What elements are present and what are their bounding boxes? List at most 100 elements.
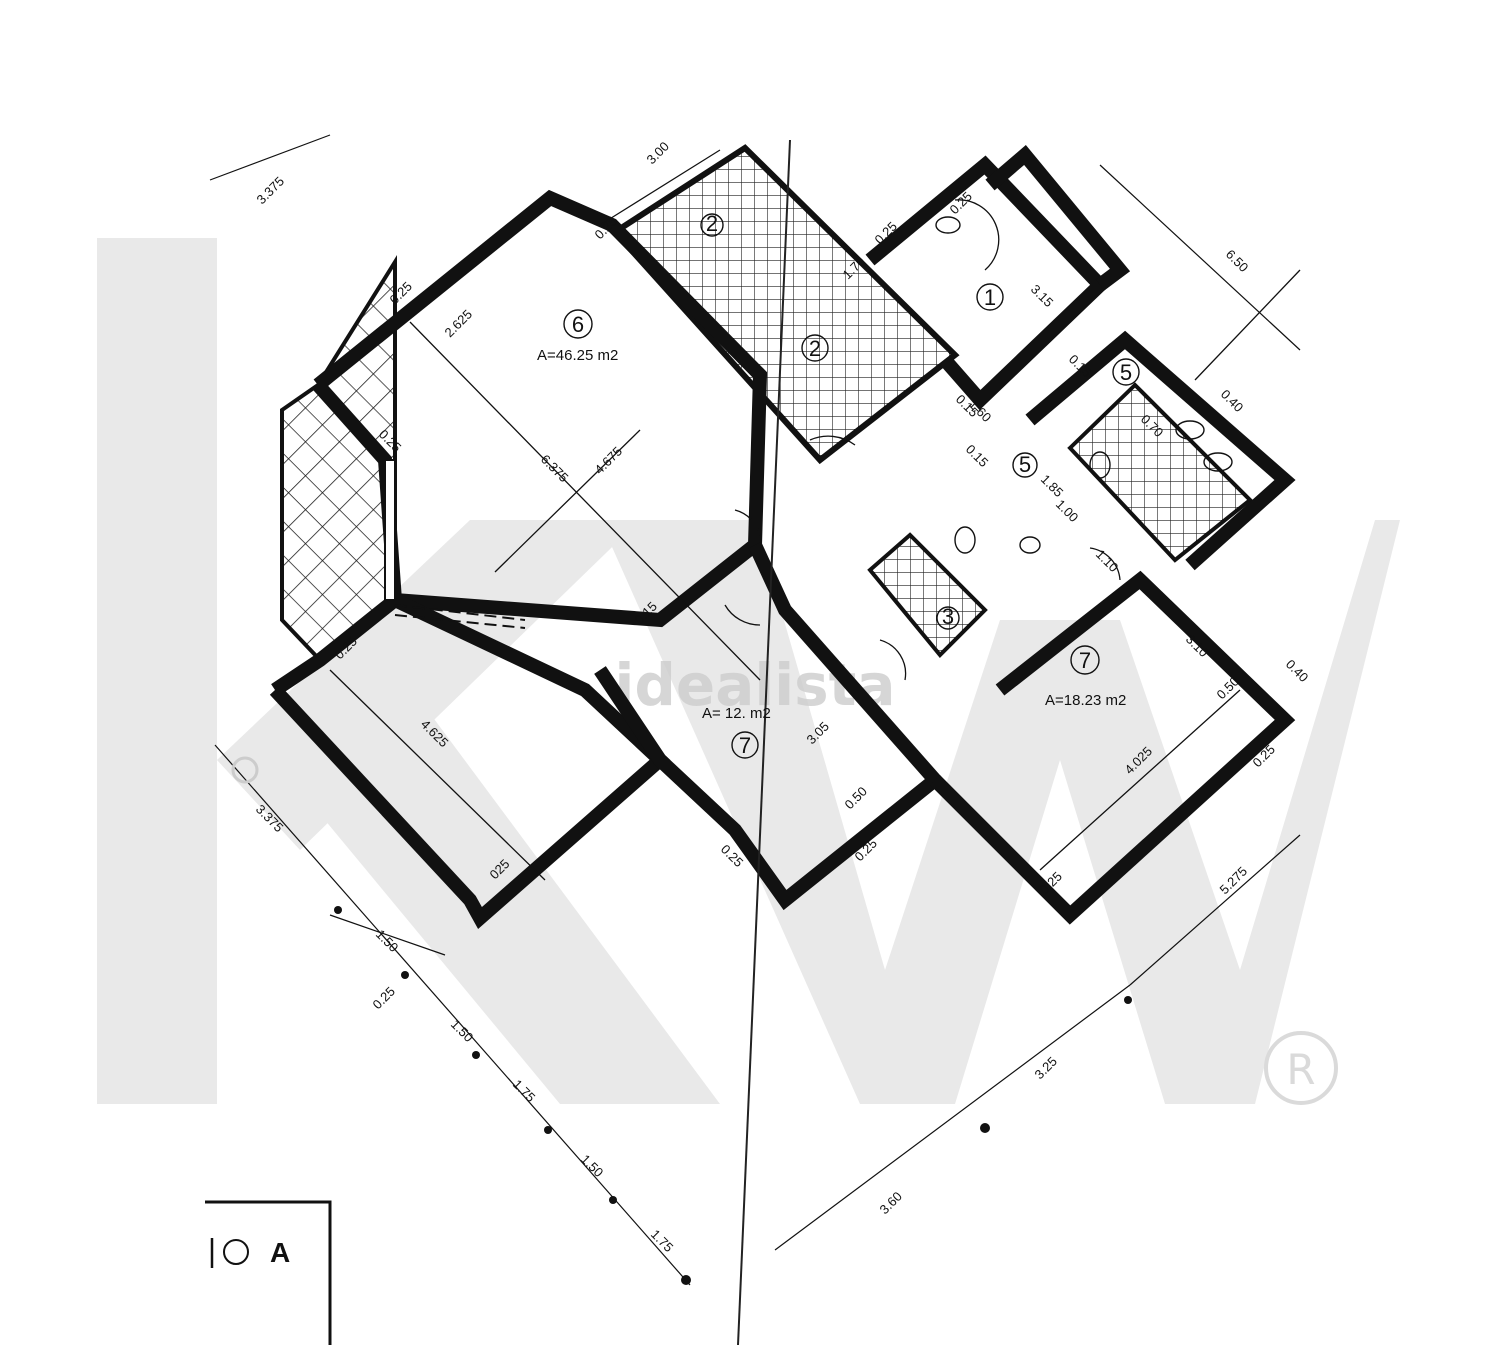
room-2-top-marker (700, 213, 724, 237)
reference-circle-icon (231, 756, 259, 784)
dimension-chain-bottom (774, 984, 1131, 1251)
room-2-top-number: 2 (706, 211, 718, 236)
dimension-node (334, 906, 342, 914)
registered-mark-letter: R (1286, 1045, 1315, 1094)
internal-line (409, 321, 761, 681)
window-dashed (394, 614, 526, 629)
room-7-hall-number: 7 (739, 733, 751, 758)
door-swing (809, 435, 856, 446)
room-3-number: 3 (942, 604, 954, 629)
washbasin-icon (1203, 452, 1233, 472)
legend-label: A (270, 1237, 290, 1268)
dim-label: 1.85 (1038, 472, 1067, 501)
hall-tiled-area (610, 144, 960, 465)
room-5-wc-marker (1012, 452, 1038, 478)
room-6-marker (563, 309, 593, 339)
kw-watermark-k-stem (97, 238, 217, 1104)
dimension-lines (209, 134, 1301, 1286)
dimension-node (401, 971, 409, 979)
dimension-node (609, 1196, 617, 1204)
hall-walls (594, 542, 946, 911)
bath-walls (1025, 330, 1296, 571)
room-3-marker (936, 606, 960, 630)
dim-label: 0.25 (370, 984, 399, 1013)
dim-label: 5.275 (1217, 864, 1251, 898)
dimension-chain-top (209, 134, 331, 181)
bedroom-right-walls (930, 570, 1296, 925)
dim-label: 3.15 (1028, 282, 1057, 311)
dim-label: 0.50 (842, 784, 871, 813)
room-6-area: A=46.25 m2 (537, 347, 618, 364)
dim-label: 3.25 (1032, 1054, 1061, 1083)
column-icon (384, 459, 396, 601)
dim-label: 3.375 (254, 174, 288, 208)
room-1-number: 1 (984, 285, 996, 310)
registered-mark-watermark: R (1264, 1031, 1338, 1105)
dim-label: 1.10 (1093, 547, 1122, 576)
legend-box: A (205, 1200, 332, 1345)
dim-label: 2.625 (442, 307, 476, 341)
kw-watermark-k-leg (300, 700, 720, 1104)
scan-line (737, 139, 791, 1345)
dim-label: 1.00 (1053, 497, 1082, 526)
bedroom-left-walls (269, 591, 671, 929)
legend-frame (205, 1200, 332, 1345)
internal-line (1194, 269, 1301, 381)
sink-icon (935, 216, 961, 234)
dim-label: 1.50 (578, 1152, 607, 1181)
room-5-bath-marker (1112, 358, 1140, 386)
dim-label: 3.60 (877, 1189, 906, 1218)
service-walls (985, 145, 1131, 291)
dimension-chain-bottom (1129, 834, 1301, 986)
toilet-icon (954, 526, 976, 554)
room-2-marker (801, 334, 829, 362)
door-swing (1089, 547, 1121, 581)
room-7-hall-marker (731, 731, 759, 759)
kw-watermark-k-arm (217, 520, 640, 850)
room-7-right-area: A=18.23 m2 (1045, 692, 1126, 709)
dim-label: 1.75 (648, 1227, 677, 1256)
dimension-node (1124, 996, 1132, 1004)
dim-label: 0.40 (1218, 387, 1247, 416)
sink-icon (1019, 536, 1041, 554)
room-labels: 6 A=46.25 m2 7 A=18.23 m2 7 A= 12. m2 2 … (537, 211, 1140, 759)
dimension-node (681, 1275, 691, 1285)
dim-label: 1.50 (448, 1017, 477, 1046)
room-7-hall-area: A= 12. m2 (702, 705, 771, 722)
door-swing (724, 604, 761, 626)
kw-watermark (97, 238, 1400, 1104)
dim-label: 6.50 (1223, 247, 1252, 276)
kw-watermark-w (600, 520, 1400, 1104)
dim-label: 3.00 (644, 139, 673, 168)
dimension-node (544, 1126, 552, 1134)
door-swing (954, 199, 1000, 271)
internal-line (1039, 689, 1241, 871)
washbasin-icon (1175, 420, 1205, 440)
room-7-right-number: 7 (1079, 648, 1091, 673)
room-5-wc-number: 5 (1019, 452, 1031, 477)
dim-label: 4.675 (592, 444, 626, 478)
dim-label: 6.375 (538, 452, 572, 486)
toilet-icon (1089, 451, 1111, 479)
internal-line (494, 429, 641, 573)
legend-circle-icon (223, 1239, 249, 1265)
bathroom-tiled-area (1067, 382, 1253, 563)
dimension-node (472, 1051, 480, 1059)
dimension-chain-top (599, 149, 721, 226)
room-1-marker (976, 283, 1004, 311)
room-2-number: 2 (809, 336, 821, 361)
room-7-right-marker (1070, 645, 1100, 675)
dimension-chain-right (1099, 164, 1301, 351)
door-swing (734, 509, 761, 536)
room-6-number: 6 (572, 312, 584, 337)
window-dashed (394, 604, 526, 621)
registered-mark-circle (1264, 1031, 1338, 1105)
dim-label: 1.75 (510, 1077, 539, 1106)
dimension-chain-left (214, 744, 691, 1286)
dimension-extension (329, 914, 446, 956)
dim-label: 0.15 (963, 442, 992, 471)
room-5-bath-number: 5 (1120, 360, 1132, 385)
internal-line (329, 669, 546, 881)
door-swing (879, 639, 907, 681)
